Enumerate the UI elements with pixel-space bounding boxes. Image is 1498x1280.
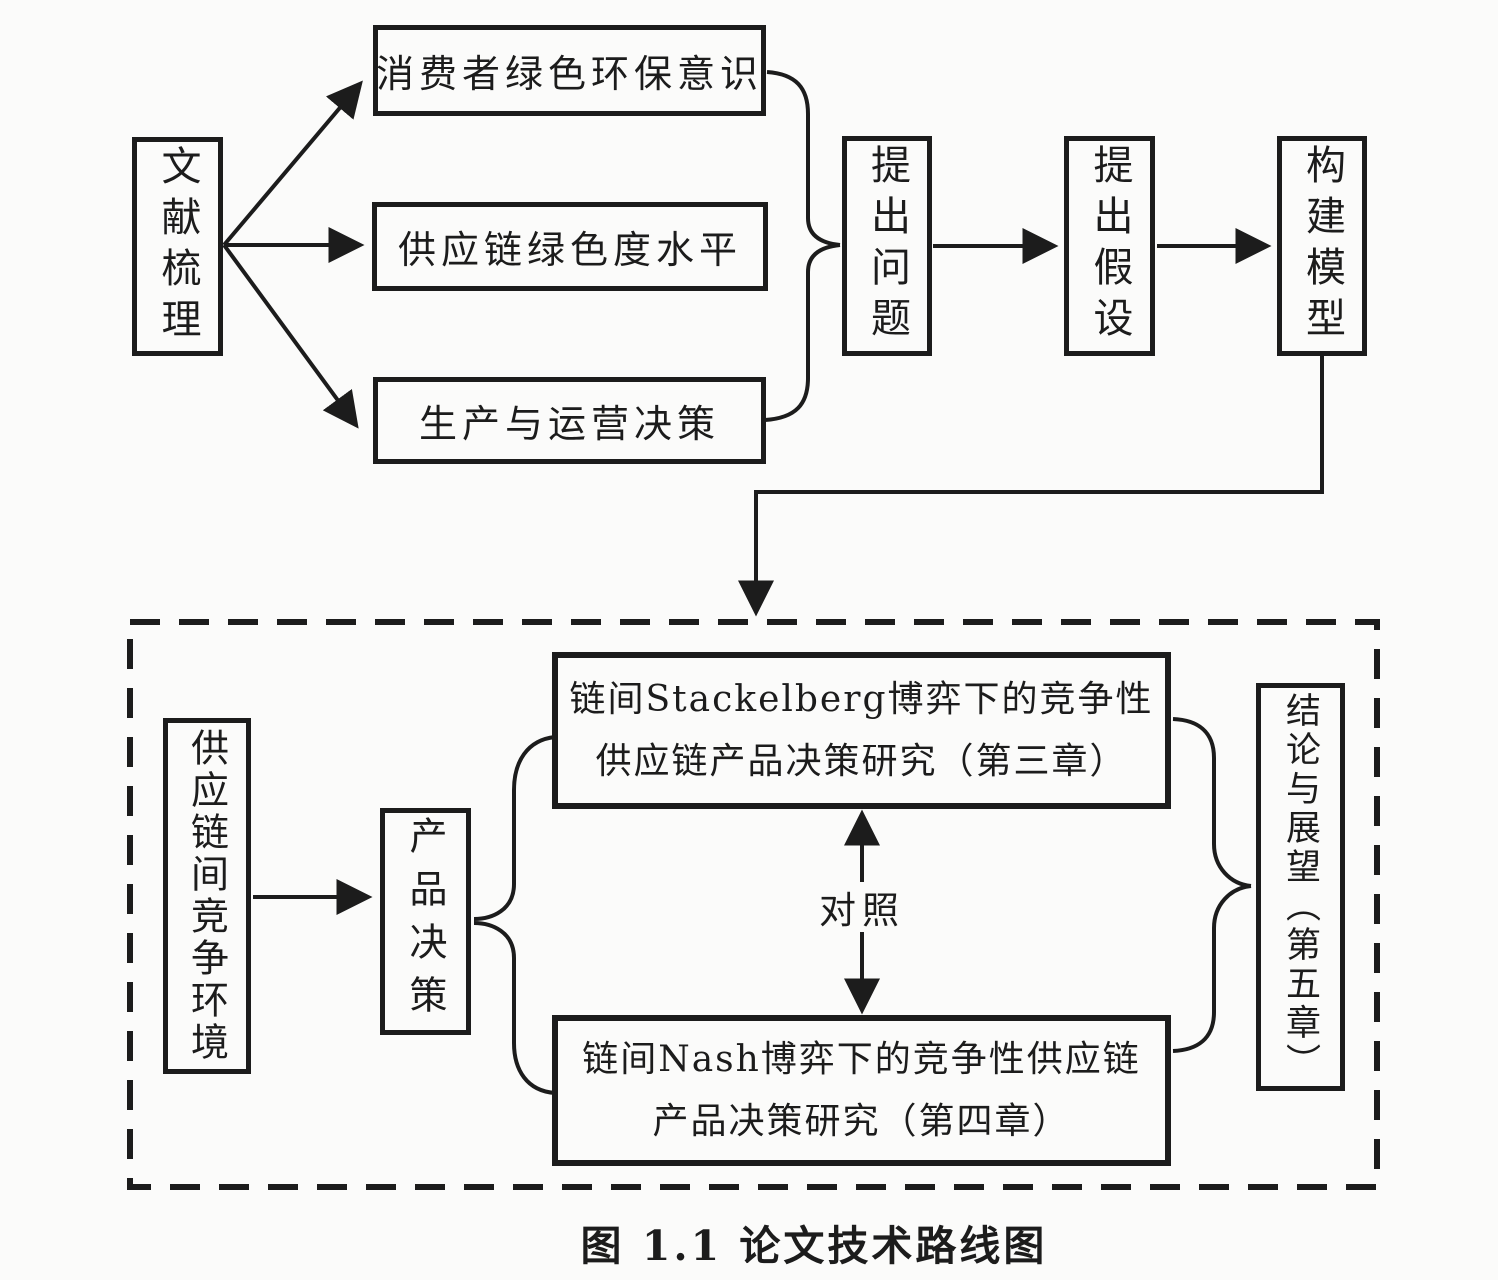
nash-chapter-box: 链间Nash博弈下的竞争性供应链 产品决策研究（第四章） bbox=[552, 1015, 1171, 1166]
topic-consumer-awareness-box: 消费者绿色环保意识 bbox=[373, 25, 766, 116]
stackelberg-chapter-line1: 链间Stackelberg博弈下的竞争性 bbox=[569, 678, 1154, 720]
competition-environment-label: 供应链间竞争环境 bbox=[184, 728, 229, 1064]
stackelberg-chapter-line2: 供应链产品决策研究（第三章） bbox=[595, 740, 1128, 782]
conclusion-outlook-box: 结论与展望（第五章） bbox=[1256, 683, 1345, 1091]
contrast-label-text: 对照 bbox=[819, 889, 905, 932]
topic-greenness-level-box: 供应链绿色度水平 bbox=[372, 202, 768, 291]
brace-conclusion-bottom-arm bbox=[1172, 884, 1252, 1053]
stackelberg-chapter-box: 链间Stackelberg博弈下的竞争性 供应链产品决策研究（第三章） bbox=[552, 652, 1171, 809]
figure-caption: 图 1.1 论文技术路线图 bbox=[580, 1222, 1048, 1270]
raise-question-label: 提出问题 bbox=[864, 144, 910, 348]
brace-topics-bottom-arm bbox=[764, 243, 841, 422]
conclusion-outlook-label: 结论与展望（第五章） bbox=[1280, 692, 1320, 1082]
brace-topics-top-arm bbox=[766, 70, 841, 247]
research-block-border bbox=[127, 619, 1380, 1190]
literature-review-label: 文献梳理 bbox=[154, 144, 201, 349]
raise-question-box: 提出问题 bbox=[842, 136, 932, 356]
nash-chapter-line1: 链间Nash博弈下的竞争性供应链 bbox=[582, 1038, 1141, 1080]
brace-product-bottom-arm bbox=[473, 921, 556, 1095]
topic-production-operations-box: 生产与运营决策 bbox=[373, 377, 766, 464]
competition-environment-box: 供应链间竞争环境 bbox=[163, 718, 251, 1074]
nash-chapter-line2: 产品决策研究（第四章） bbox=[652, 1100, 1071, 1142]
topic-greenness-level-label: 供应链绿色度水平 bbox=[397, 228, 742, 272]
topic-production-operations-label: 生产与运营决策 bbox=[418, 402, 720, 446]
brace-product-top-arm bbox=[473, 735, 556, 921]
propose-hypothesis-label: 提出假设 bbox=[1086, 144, 1133, 348]
literature-review-box: 文献梳理 bbox=[132, 137, 223, 356]
brace-conclusion-top-arm bbox=[1172, 717, 1252, 888]
arrow-model-to-research-block bbox=[738, 356, 1324, 617]
arrow-literature-to-consumer bbox=[222, 80, 363, 247]
topic-consumer-awareness-label: 消费者绿色环保意识 bbox=[376, 52, 764, 96]
propose-hypothesis-box: 提出假设 bbox=[1064, 136, 1155, 356]
build-model-label: 构建模型 bbox=[1299, 144, 1345, 348]
product-decision-label: 产品决策 bbox=[403, 815, 447, 1028]
arrow-literature-to-production bbox=[222, 243, 359, 429]
product-decision-box: 产品决策 bbox=[380, 808, 471, 1035]
build-model-box: 构建模型 bbox=[1277, 136, 1367, 356]
contrast-label: 对照 bbox=[812, 882, 912, 932]
